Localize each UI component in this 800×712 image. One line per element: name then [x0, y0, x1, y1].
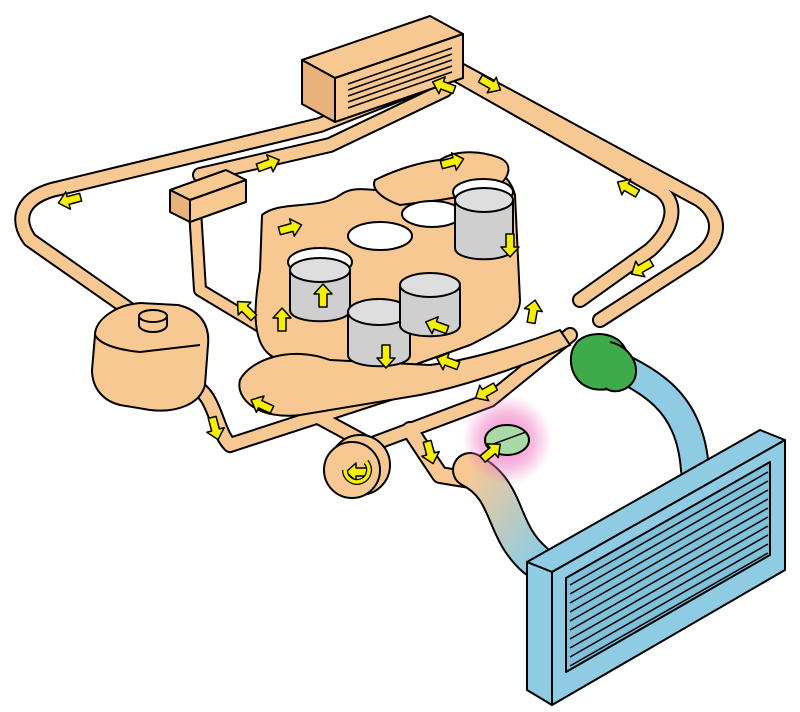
cylinder-3: [401, 200, 463, 228]
flow-arrow: [236, 300, 258, 322]
flow-arrow: [206, 415, 225, 441]
flow-arrow: [250, 395, 275, 415]
coolant-pipes: [14, 60, 724, 494]
flow-arrow: [431, 76, 457, 95]
piston-4: [454, 187, 514, 261]
flow-arrow: [424, 316, 450, 335]
flow-arrow: [630, 258, 655, 278]
radiator-inlet-hose: [452, 452, 553, 578]
flow-arrow: [500, 233, 520, 258]
flow-arrows: [57, 74, 655, 485]
flow-arrow: [376, 344, 396, 369]
flow-arrow: [479, 443, 501, 463]
heater-core: [301, 15, 464, 123]
radiator: [526, 429, 786, 706]
flow-arrow: [523, 299, 543, 325]
thermostat: [462, 395, 552, 485]
expansion-tank: [91, 302, 210, 412]
flow-arrow: [57, 191, 83, 210]
flow-arrow: [439, 152, 465, 171]
flow-arrow: [474, 382, 499, 402]
piston-3: [399, 272, 461, 338]
flow-arrow: [313, 283, 333, 308]
radiator-fins: [569, 471, 769, 667]
flow-arrow: [477, 74, 502, 94]
flow-arrow: [272, 307, 292, 332]
control-box: [169, 169, 247, 223]
pistons: [289, 187, 514, 368]
cylinder-2: [347, 221, 413, 251]
water-pump: [569, 333, 637, 393]
flow-arrow: [255, 154, 281, 173]
flow-arrow: [435, 352, 461, 371]
pulley-rotation-arrow-fill: [343, 460, 371, 484]
flow-arrow: [277, 218, 303, 237]
pulley: [323, 434, 391, 499]
flow-arrow: [421, 439, 440, 465]
flow-arrow: [616, 178, 641, 198]
